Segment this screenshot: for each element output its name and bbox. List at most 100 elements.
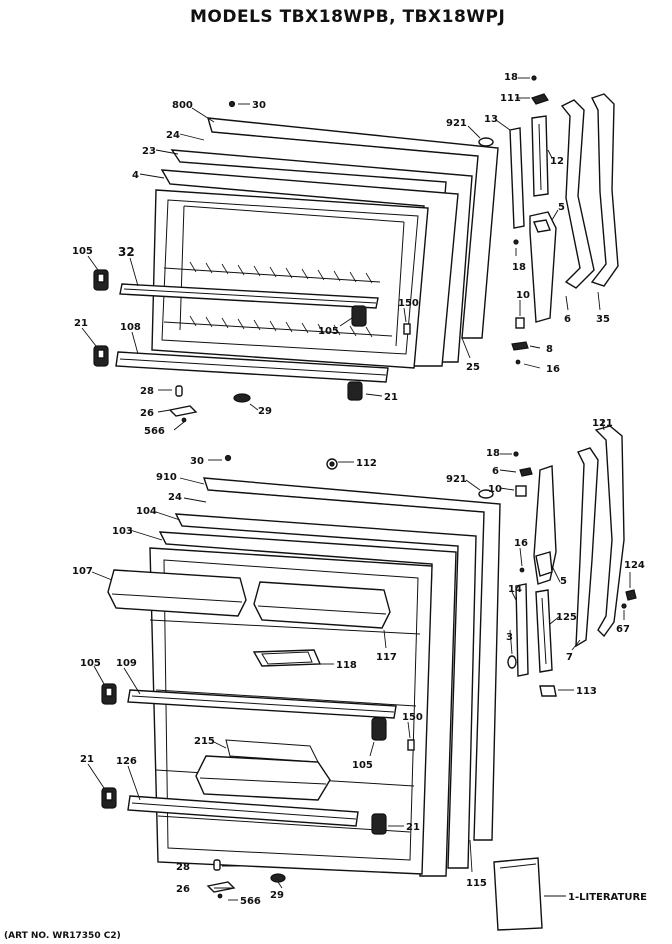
label-32: 32	[118, 245, 135, 259]
screw-18b-icon	[513, 239, 519, 245]
hinge-arm-121	[594, 425, 625, 638]
fresh-bracket-105	[371, 717, 387, 741]
label-26: 26	[140, 408, 154, 419]
diagram-title: MODELS TBX18WPB, TBX18WPJ	[190, 7, 505, 27]
label-112: 112	[356, 458, 377, 469]
label-150: 150	[398, 298, 419, 309]
cap-113	[539, 685, 557, 697]
label-800: 800	[172, 100, 193, 111]
fresh-bracket-21	[371, 813, 387, 835]
label-21d: 21	[406, 822, 420, 833]
label-14: 14	[508, 584, 522, 595]
label-109: 109	[116, 658, 137, 669]
label-921: 921	[446, 118, 467, 129]
hinge-pin-124	[625, 589, 637, 601]
label-28b: 28	[176, 862, 190, 873]
screw-18-icon	[531, 75, 537, 81]
screw-16-icon	[515, 359, 521, 365]
label-13: 13	[484, 114, 498, 125]
label-118: 118	[336, 660, 357, 671]
door-bin-107-left	[107, 569, 247, 617]
stop-10	[515, 317, 525, 329]
freezer-bracket-21	[347, 381, 363, 401]
cam-111	[531, 93, 549, 105]
label-103: 103	[112, 526, 133, 537]
label-29: 29	[258, 406, 272, 417]
stop-10b	[515, 485, 527, 497]
label-28: 28	[140, 386, 154, 397]
label-67: 67	[616, 624, 630, 635]
label-108: 108	[120, 322, 141, 333]
door-bin-215	[195, 755, 331, 801]
label-105: 105	[72, 246, 93, 257]
label-121: 121	[592, 418, 613, 429]
label-12: 12	[550, 156, 564, 167]
label-21: 21	[74, 318, 88, 329]
plate-26b	[206, 881, 236, 893]
strip-14	[515, 583, 529, 677]
label-24: 24	[166, 130, 180, 141]
label-125: 125	[556, 612, 577, 623]
label-910: 910	[156, 472, 177, 483]
label-18c: 18	[486, 448, 500, 459]
label-215: 215	[194, 736, 215, 747]
label-29b: 29	[270, 890, 284, 901]
fresh-food-part-labels: 30 112 910 24 104 103 107 105 109 118 11…	[72, 418, 647, 907]
fresh-food-door-assembly	[101, 454, 501, 899]
label-30: 30	[252, 100, 266, 111]
label-105d: 105	[352, 760, 373, 771]
label-35: 35	[596, 314, 610, 325]
plug-921	[478, 137, 494, 147]
spacer-3	[507, 655, 517, 669]
label-literature: 1-LITERATURE	[568, 892, 647, 903]
label-6b: 6	[492, 466, 499, 477]
label-23: 23	[142, 146, 156, 157]
label-107: 107	[72, 566, 93, 577]
freezer-door-assembly	[93, 100, 499, 423]
label-6: 6	[564, 314, 571, 325]
label-21b: 21	[384, 392, 398, 403]
label-4: 4	[132, 170, 139, 181]
hinge-arm-35	[590, 93, 619, 287]
label-8: 8	[546, 344, 553, 355]
screw-150	[403, 323, 411, 335]
label-10: 10	[516, 290, 530, 301]
label-126: 126	[116, 756, 137, 767]
label-105c: 105	[80, 658, 101, 669]
label-16b: 16	[514, 538, 528, 549]
freezer-part-labels: 800 30 24 23 4 105 32 21 108 28 26 566 2…	[72, 72, 610, 437]
fresh-food-hinge-assembly	[507, 425, 637, 697]
plug-29	[233, 393, 251, 403]
plug-29b	[270, 873, 286, 883]
label-26b: 26	[176, 884, 190, 895]
plug-921b	[478, 489, 494, 499]
label-5b: 5	[560, 576, 567, 587]
hinge-5	[529, 211, 557, 323]
screw-28	[175, 385, 183, 397]
strip-13	[509, 127, 525, 229]
shim-6	[519, 467, 533, 477]
hinge-arm-6	[560, 99, 595, 289]
screw-18c-icon	[513, 451, 519, 457]
label-5: 5	[558, 202, 565, 213]
label-124: 124	[624, 560, 645, 571]
label-24b: 24	[168, 492, 182, 503]
door-bin-117-right	[253, 581, 391, 629]
label-117: 117	[376, 652, 397, 663]
screw-30-icon	[228, 100, 236, 108]
shim-8	[511, 341, 529, 351]
label-150b: 150	[402, 712, 423, 723]
fresh-food-door-gasket	[174, 513, 477, 869]
label-113: 113	[576, 686, 597, 697]
hinge-arm-7	[575, 447, 599, 648]
freezer-hinge-assembly	[509, 75, 619, 365]
screw-67-icon	[621, 603, 627, 609]
freezer-shelf-grooves	[189, 261, 373, 338]
literature-booklet	[493, 857, 543, 931]
label-30b: 30	[190, 456, 204, 467]
label-115: 115	[466, 878, 487, 889]
art-number: (ART NO. WR17350 C2)	[4, 931, 121, 941]
label-25: 25	[466, 362, 480, 373]
screw-150b	[407, 739, 415, 751]
